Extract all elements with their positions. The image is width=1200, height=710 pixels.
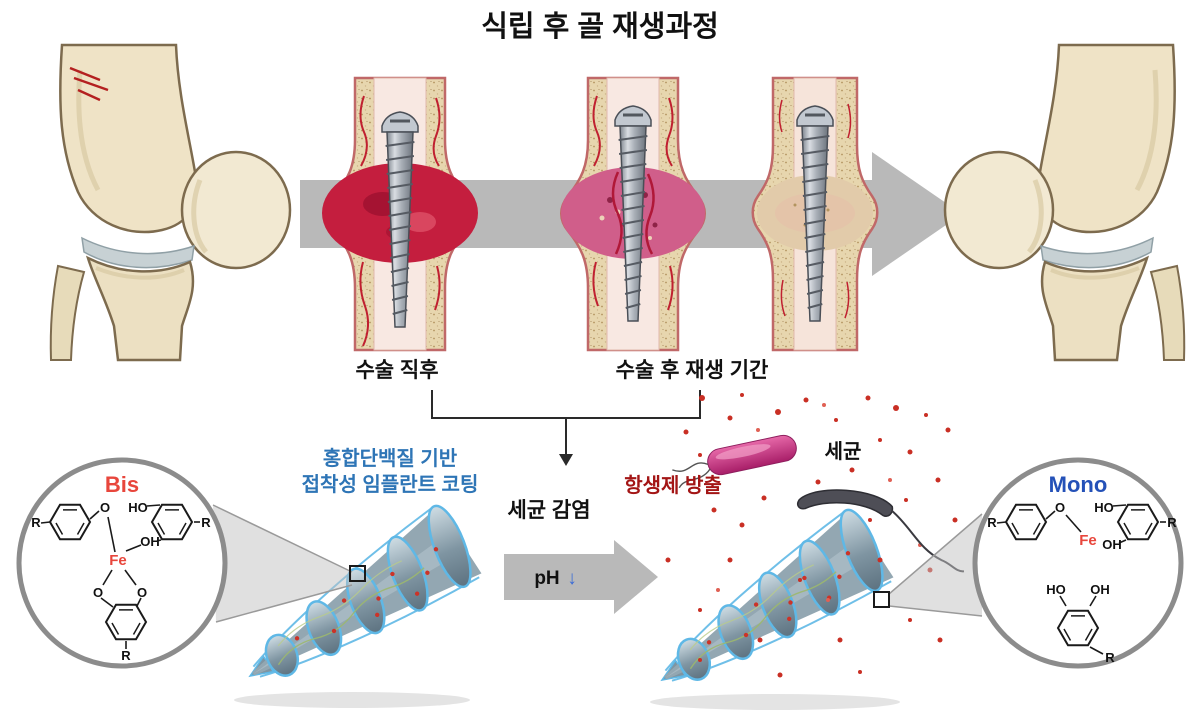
zoom-target-square-left: [349, 565, 366, 582]
hydroxyl: HO: [128, 500, 148, 515]
oxygen: O: [137, 585, 147, 600]
coated-implant-screw-right: [636, 498, 908, 710]
coating-caption-line2: 접착성 임플란트 코팅: [302, 473, 479, 496]
zoom-target-square-right: [873, 591, 890, 608]
blood-vessels: [778, 99, 852, 319]
infection-label: 세균 감염: [507, 499, 590, 522]
oxygen: O: [93, 585, 103, 600]
left-knee-illustration: [51, 45, 290, 360]
magnifier-cone-left: [213, 505, 352, 622]
magnifier-circle-bis: [16, 457, 228, 669]
magnifier-cone-right: [889, 514, 982, 616]
label-regen-period: 수술 후 재생 기간: [616, 358, 769, 382]
magnifier-circle-mono: [972, 457, 1184, 669]
substituent-r: R: [1105, 650, 1115, 665]
fracture-crack: [69, 66, 109, 102]
bone-panel-healing: [560, 76, 706, 352]
ph-transition-arrow-icon: [504, 540, 658, 614]
label-post-surgery: 수술 직후: [355, 358, 438, 382]
ph-down-icon: ↓: [567, 568, 577, 589]
bacterium-pink: [672, 434, 797, 489]
substituent-r: R: [31, 515, 41, 530]
substituent-r: R: [987, 515, 997, 530]
bone-panel-fresh: [322, 76, 478, 352]
screw-shadow: [650, 694, 900, 710]
hydroxyl: OH: [1090, 582, 1110, 597]
ph-label: pH: [534, 568, 559, 589]
bis-label: Bis: [105, 472, 139, 497]
bacteria-label: 세균: [825, 440, 862, 463]
blood-vessels: [359, 95, 441, 347]
bracket-connector: [431, 390, 701, 456]
blood-vessels: [611, 171, 655, 255]
iron-center: Fe: [109, 552, 127, 569]
substituent-r: R: [121, 648, 131, 663]
substituent-r: R: [1167, 515, 1177, 530]
mono-chemical-structure: Mono R O HO R Fe OH HO OH R: [987, 472, 1177, 665]
right-knee-illustration: [945, 45, 1184, 360]
hydroxyl: OH: [1102, 537, 1122, 552]
down-arrow-icon: [559, 454, 573, 466]
mono-label: Mono: [1049, 472, 1108, 497]
hydroxyl: HO: [1046, 582, 1066, 597]
bone-panel-healed: [751, 76, 879, 352]
oxygen: O: [100, 500, 110, 515]
hydroxyl: HO: [1094, 500, 1114, 515]
page-title: 식립 후 골 재생과정: [481, 10, 719, 43]
substituent-r: R: [201, 515, 211, 530]
hydroxyl: OH: [140, 534, 160, 549]
screw-shadow: [234, 692, 470, 708]
coating-caption-line1: 홍합단백질 기반: [323, 446, 458, 470]
antibiotic-release-label: 항생제 방출: [624, 474, 722, 497]
bis-chemical-structure: Bis R O HO OH R Fe O O R: [31, 472, 211, 663]
oxygen: O: [1055, 500, 1065, 515]
iron-center: Fe: [1079, 532, 1097, 549]
